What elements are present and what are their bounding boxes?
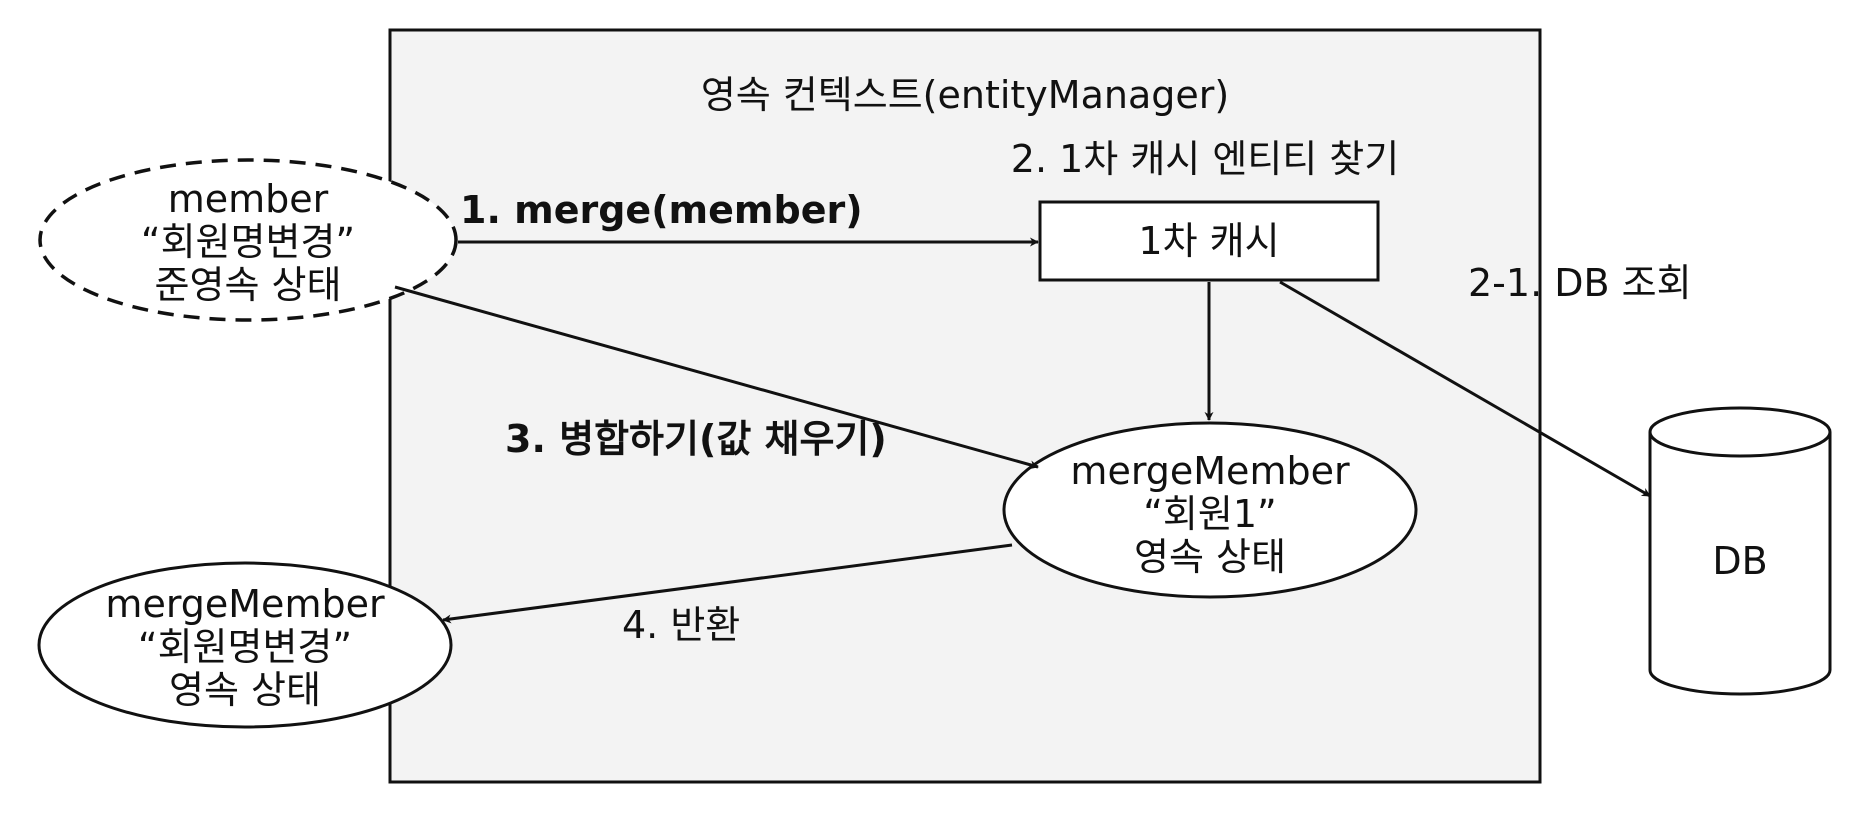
merge-member-result-name: mergeMember: [105, 582, 385, 626]
merge-member-inside-state: 영속 상태: [1134, 535, 1286, 579]
step-return-label: 4. 반환: [622, 603, 740, 647]
detached-member-value: “회원명변경”: [141, 220, 355, 264]
database-label: DB: [1712, 539, 1767, 583]
detached-member-name: member: [168, 177, 329, 221]
merge-member-result-node: [37, 561, 453, 729]
arrow-return: [442, 543, 1013, 624]
merge-member-inside-value: “회원1”: [1143, 492, 1276, 536]
persistence-context-label: 영속 컨텍스트(entityManager): [701, 73, 1229, 117]
detached-member-node: [38, 158, 458, 322]
merge-member-result-value: “회원명변경”: [138, 625, 352, 669]
merge-member-inside-name: mergeMember: [1070, 449, 1350, 493]
first-level-cache-label: 1차 캐시: [1138, 219, 1279, 263]
merge-member-inside-node: [1002, 421, 1418, 599]
database-cylinder: [1648, 406, 1832, 696]
step-merge-label: 1. merge(member): [460, 188, 863, 232]
persistence-context-box: [388, 28, 1542, 784]
detached-member-state: 준영속 상태: [155, 263, 342, 307]
merge-member-result-state: 영속 상태: [169, 668, 321, 712]
step-db-lookup-label: 2-1. DB 조회: [1468, 261, 1692, 305]
first-level-cache-box: [1038, 200, 1380, 282]
step-fill-label: 3. 병합하기(값 채우기): [505, 417, 887, 461]
step-find-cache-label: 2. 1차 캐시 엔티티 찾기: [1011, 137, 1399, 181]
arrow-member-to-merge-member: [394, 285, 1039, 470]
arrow-cache-to-db: [1279, 280, 1651, 498]
